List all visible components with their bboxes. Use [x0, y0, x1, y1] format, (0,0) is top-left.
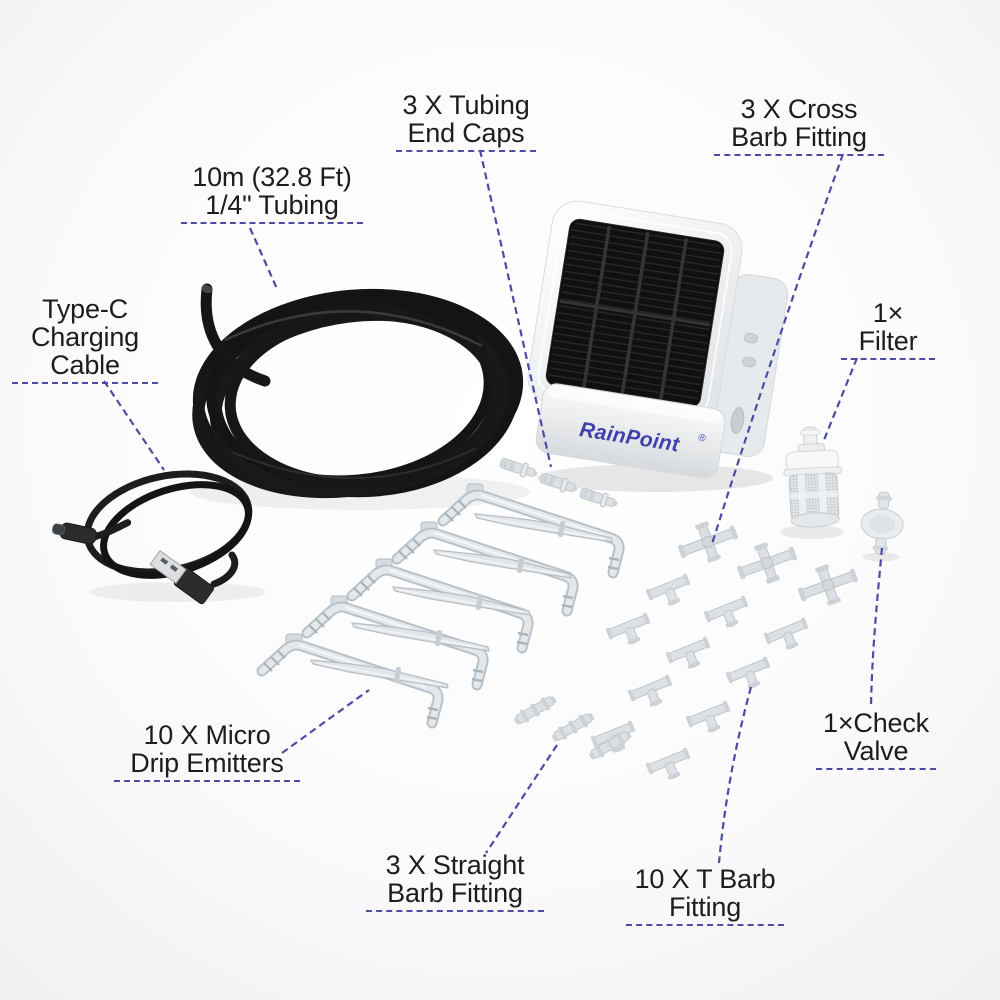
leader-filter	[822, 357, 859, 441]
callout-text-line: 3 X Tubing	[402, 90, 530, 120]
leader-t-barb	[717, 686, 753, 864]
callout-text-line: 1×Check	[823, 708, 929, 738]
callout-text-line: 10m (32.8 Ft)	[192, 162, 352, 192]
usb-c-connector	[52, 519, 132, 545]
leader-micro-drip	[281, 689, 370, 754]
callout-text-line: 3 X Cross	[740, 94, 858, 124]
usb-a-connector	[149, 549, 214, 605]
micro-drip-emitters-group	[262, 484, 619, 723]
callout-text-line: Barb Fitting	[731, 122, 867, 152]
check-valve-shadow	[862, 552, 900, 562]
check-valve-part	[860, 491, 904, 555]
side-button	[742, 356, 757, 368]
callout-underline	[714, 154, 884, 156]
callout-straight-barb-fitting: 3 X Straight Barb Fitting	[366, 851, 544, 912]
straight-fitting	[511, 691, 559, 729]
callout-underline	[181, 222, 363, 224]
callout-text-line: End Caps	[407, 118, 525, 148]
tubing-tail	[200, 283, 271, 387]
brand-registered-mark: ®	[697, 433, 707, 445]
callout-text-line: Drip Emitters	[130, 748, 284, 778]
callout-text-line: 1/4" Tubing	[205, 190, 339, 220]
callout-underline	[816, 768, 936, 770]
callout-underline	[12, 382, 158, 384]
t-fitting	[626, 673, 678, 714]
end-cap	[498, 455, 540, 482]
tubing-coil	[192, 283, 524, 499]
t-fitting	[664, 635, 716, 676]
t-fittings-group	[589, 572, 814, 787]
leader-cross-barb	[710, 153, 845, 545]
t-fitting	[702, 594, 754, 635]
cable-shadow	[90, 582, 266, 602]
side-button	[744, 332, 759, 344]
leader-type-c	[103, 380, 165, 471]
leader-straight-barb	[485, 744, 558, 854]
filter-shadow	[780, 525, 844, 539]
t-fitting	[604, 611, 656, 652]
callout-underline	[841, 358, 935, 360]
straight-fitting	[549, 708, 597, 746]
device-base: RainPoint ®	[535, 383, 726, 479]
callout-text-line: Barb Fitting	[387, 878, 523, 908]
callout-underline	[114, 780, 300, 782]
leader-end-caps	[478, 149, 553, 468]
cross-fitting	[672, 512, 744, 572]
callout-text-line: Charging	[31, 322, 139, 352]
callout-text-line: 1×	[872, 298, 904, 328]
callout-filter: 1× Filter	[841, 299, 935, 360]
t-fitting	[644, 746, 696, 787]
leader-tubing	[248, 227, 280, 292]
cross-fitting	[731, 533, 803, 593]
callout-text-line: 10 X T Barb	[634, 864, 776, 894]
callout-underline	[626, 924, 784, 926]
callout-text-line: Type-C	[42, 294, 128, 324]
callout-text-line: Fitting	[668, 892, 742, 922]
callout-end-caps: 3 X Tubing End Caps	[396, 91, 536, 152]
callout-cross-barb-fitting: 3 X Cross Barb Fitting	[714, 95, 884, 156]
callout-micro-drip-emitters: 10 X Micro Drip Emitters	[114, 721, 300, 782]
cross-fitting	[792, 555, 864, 615]
callout-text-line: Filter	[858, 326, 918, 356]
callout-quarter-inch-tubing: 10m (32.8 Ft) 1/4" Tubing	[181, 163, 363, 224]
leader-check-valve	[869, 547, 884, 707]
callout-check-valve: 1×Check Valve	[816, 709, 936, 770]
charge-port	[730, 407, 745, 434]
drip-emitter	[310, 659, 449, 689]
t-fitting	[644, 572, 696, 613]
callout-underline	[366, 910, 544, 912]
callout-text-line: 3 X Straight	[385, 850, 525, 880]
callout-underline	[396, 150, 536, 152]
callout-text-line: 10 X Micro	[143, 720, 271, 750]
t-fitting	[684, 699, 736, 740]
callout-text-line: Valve	[843, 736, 909, 766]
solar-panel	[545, 218, 725, 408]
callout-text-line: Cable	[50, 350, 120, 380]
solar-device: RainPoint ®	[527, 200, 789, 479]
callout-type-c-cable: Type-C Charging Cable	[12, 295, 158, 384]
usb-cable	[52, 470, 253, 605]
callout-t-barb-fitting: 10 X T Barb Fitting	[626, 865, 784, 926]
t-fitting	[762, 616, 814, 657]
callout-leaders	[103, 149, 884, 864]
filter-part	[783, 426, 843, 528]
